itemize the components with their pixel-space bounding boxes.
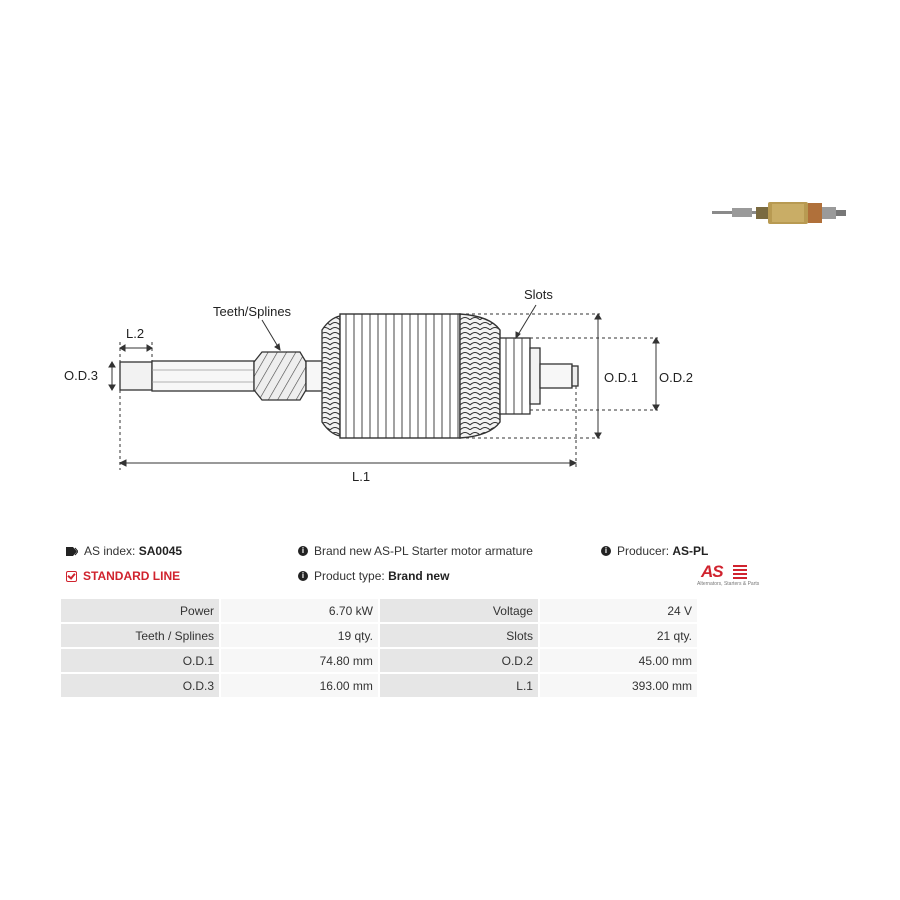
spec-value: 45.00 mm [537,647,700,674]
shaft-tip [119,361,153,391]
armature-core [339,313,461,439]
shaft [151,360,255,392]
spec-value: 24 V [537,597,700,624]
spec-label: O.D.1 [58,647,222,674]
tag-icon [66,546,78,556]
as-pl-logo: AS Alternators, Starters & Parts [697,562,760,587]
label-od1: O.D.1 [604,370,638,385]
table-row: Power 6.70 kW Voltage 24 V [58,597,700,624]
spec-label: Power [58,597,222,624]
spec-label: L.1 [377,672,540,699]
spec-value: 393.00 mm [537,672,700,699]
description: i Brand new AS-PL Starter motor armature [298,544,533,558]
label-od3: O.D.3 [64,368,98,383]
table-row: O.D.1 74.80 mm O.D.2 45.00 mm [58,647,700,674]
spec-value: 16.00 mm [219,672,380,699]
table-row: Teeth / Splines 19 qty. Slots 21 qty. [58,622,700,649]
product-thumbnail [712,202,846,224]
as-index-value: SA0045 [138,544,183,558]
checkbox-icon [66,570,77,582]
label-teeth-splines: Teeth/Splines [213,304,292,319]
teeth-splines [253,351,307,401]
label-slots: Slots [524,287,553,302]
product-type-value: Brand new [388,569,450,583]
standard-line: STANDARD LINE [66,569,180,583]
table-row: O.D.3 16.00 mm L.1 393.00 mm [58,672,700,699]
spec-value: 21 qty. [537,622,700,649]
label-od2: O.D.2 [659,370,693,385]
spec-label: O.D.2 [377,647,540,674]
logo-stripes [733,565,747,579]
commutator [459,313,501,439]
spec-value: 19 qty. [219,622,380,649]
info-icon: i [601,546,611,556]
label-l2: L.2 [126,326,144,341]
spec-label: Voltage [377,597,540,624]
as-index: AS index: SA0045 [66,544,182,558]
spec-label: Teeth / Splines [58,622,222,649]
spec-value: 6.70 kW [219,597,380,624]
producer-value: AS-PL [672,544,709,558]
spec-label: O.D.3 [58,672,222,699]
label-l1: L.1 [352,469,370,484]
spec-table: Power 6.70 kW Voltage 24 V Teeth / Splin… [58,597,700,699]
info-icon: i [298,571,308,581]
armature-drawing: Teeth/Splines Slots L.2 O.D.3 O.D.1 O.D.… [64,287,693,484]
spec-value: 74.80 mm [219,647,380,674]
producer: i Producer: AS-PL [601,544,708,558]
spec-label: Slots [377,622,540,649]
product-type: i Product type: Brand new [298,569,449,583]
info-icon: i [298,546,308,556]
